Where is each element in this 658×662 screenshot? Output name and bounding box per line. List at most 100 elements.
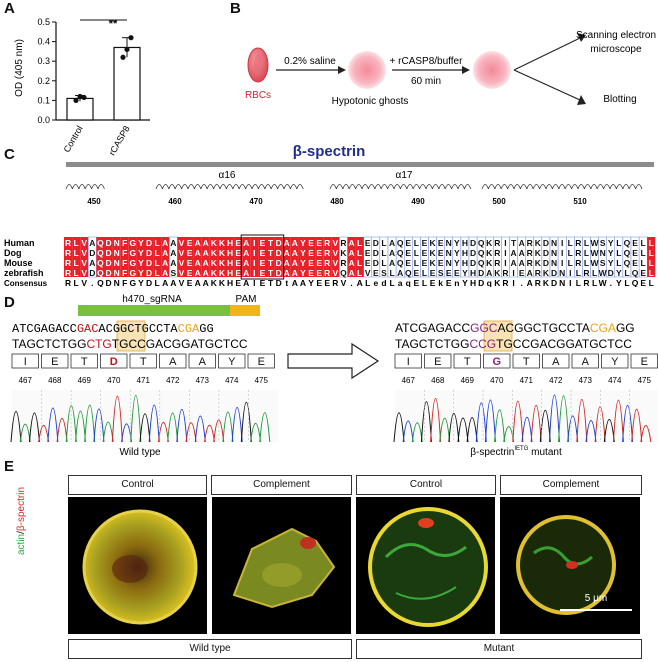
pam-label: PAM — [236, 294, 257, 305]
residue: I — [253, 238, 255, 248]
residue: L — [649, 268, 654, 278]
aa-number: 475 — [638, 376, 652, 385]
residue: Y — [138, 258, 144, 268]
residue: A — [510, 248, 516, 258]
residue: R — [494, 238, 500, 248]
aa-number: 471 — [520, 376, 534, 385]
residue: Y — [138, 238, 144, 248]
residue: K — [219, 238, 226, 248]
ghost-icon-2 — [473, 51, 511, 89]
aa-letter: A — [169, 356, 177, 368]
residue: L — [616, 248, 621, 258]
residue: A — [170, 248, 176, 258]
trace-peak — [259, 412, 271, 443]
consensus-residue: R — [65, 278, 71, 287]
helix-glyph — [500, 184, 508, 190]
residue: E — [365, 238, 371, 248]
trace-peak — [530, 405, 542, 443]
aa-letter: A — [582, 356, 590, 368]
residue: I — [561, 258, 563, 268]
aa-number: 472 — [549, 376, 563, 385]
consensus-residue: R — [583, 278, 589, 287]
residue: V — [365, 268, 371, 278]
panel-letter-e: E — [4, 458, 15, 475]
trace-peak — [420, 401, 432, 443]
residue: K — [211, 268, 218, 278]
trace-peak — [439, 417, 451, 443]
helix-glyph — [162, 184, 170, 190]
trace-peak — [47, 407, 59, 443]
pam-bar — [230, 305, 260, 316]
aa-box — [571, 353, 599, 369]
residue: D — [276, 258, 282, 268]
helix-glyph — [603, 184, 611, 190]
aa-box — [424, 353, 452, 369]
conserved-column — [193, 237, 202, 277]
helix-glyph — [200, 184, 208, 190]
y-tick-label: 0.4 — [37, 37, 50, 47]
residue: D — [276, 238, 282, 248]
species-mouse: Mouse — [4, 258, 33, 268]
header-control-mut: Control — [356, 475, 496, 495]
sgrna-bar — [78, 305, 230, 316]
residue: Y — [608, 248, 614, 258]
footer-wild-type: Wild type — [68, 639, 352, 659]
residue: I — [561, 238, 563, 248]
helix-glyph — [374, 184, 382, 190]
conserved-column — [96, 237, 105, 277]
helix-glyph — [507, 184, 515, 190]
aa-letter: G — [492, 356, 501, 368]
trace-peak — [548, 394, 560, 443]
trace-peak — [167, 412, 179, 443]
residue: E — [446, 268, 452, 278]
position-label: 510 — [573, 197, 587, 206]
residue: Y — [138, 248, 144, 258]
residue: A — [162, 258, 168, 268]
helix-glyph — [78, 184, 86, 190]
trace-peak — [475, 402, 487, 443]
residue: D — [276, 268, 282, 278]
helix-glyph — [238, 184, 246, 190]
bar-control — [66, 97, 94, 121]
helix-label-a17: α17 — [396, 170, 413, 181]
trace-peak — [139, 413, 151, 443]
residue: D — [470, 248, 476, 258]
residue: L — [414, 238, 419, 248]
residue: A — [243, 268, 249, 278]
helix-glyph — [432, 184, 440, 190]
residue: W — [591, 258, 600, 268]
residue: E — [422, 258, 428, 268]
residue: A — [292, 238, 298, 248]
residue: E — [438, 248, 444, 258]
consensus-residue: R — [502, 278, 508, 287]
residue: K — [429, 258, 436, 268]
conserved-column — [250, 237, 259, 277]
header-complement-mut: Complement — [500, 475, 642, 495]
consensus-residue: . — [520, 278, 522, 287]
residue: L — [576, 268, 581, 278]
sequencing-panel: h470_sgRNA PAM ATCGAGACCGACACGGCTGCCTACG… — [10, 294, 658, 458]
residue: E — [235, 248, 241, 258]
consensus-residue: D — [146, 278, 152, 287]
residue: D — [373, 238, 379, 248]
consensus-residue: . — [91, 278, 93, 287]
residue: R — [527, 238, 533, 248]
helix-label-a16: α16 — [219, 170, 236, 181]
residue: R — [583, 268, 589, 278]
residue: E — [308, 258, 314, 268]
aa-box — [542, 353, 570, 369]
residue: N — [559, 268, 565, 278]
consensus-residue: N — [114, 278, 120, 287]
trace-peak — [28, 412, 40, 443]
consensus-residue: R — [535, 278, 541, 287]
residue: D — [89, 268, 95, 278]
sem-label: Scanning electron — [576, 30, 656, 41]
residue: I — [504, 258, 506, 268]
residue: Q — [624, 238, 631, 248]
consensus-residue: I — [512, 278, 514, 287]
helix-glyph — [329, 184, 337, 190]
residue: E — [632, 258, 638, 268]
conserved-column — [315, 237, 324, 277]
residue: L — [592, 268, 597, 278]
residue: A — [203, 238, 209, 248]
